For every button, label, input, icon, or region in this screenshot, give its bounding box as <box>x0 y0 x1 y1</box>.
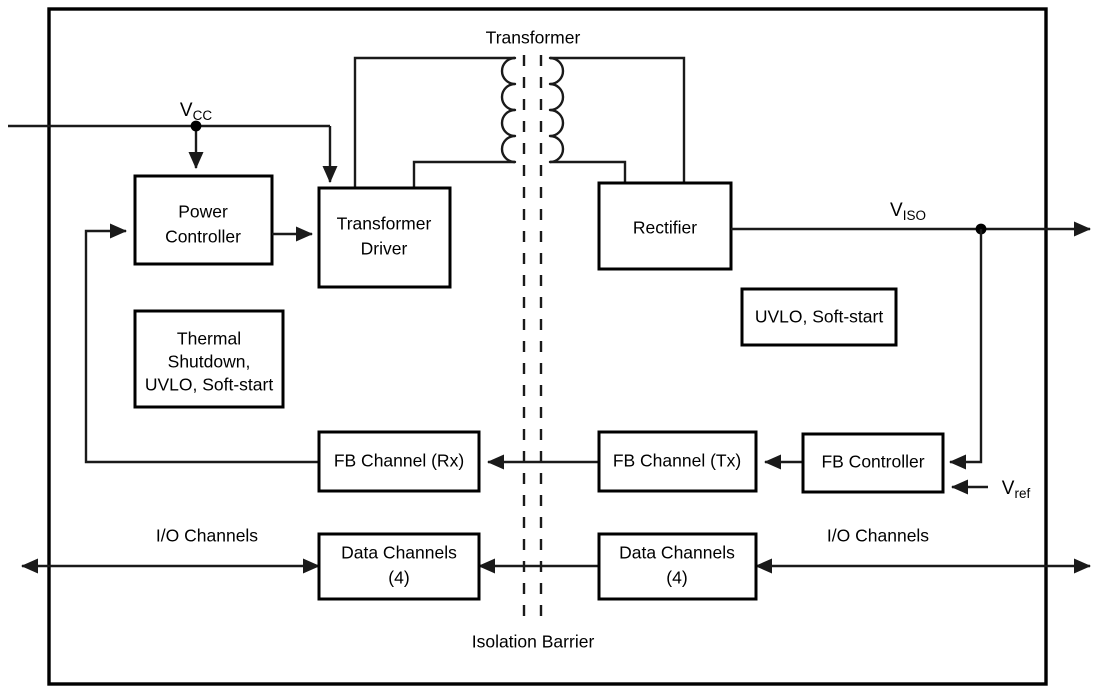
transformer-label: Transformer <box>486 28 581 48</box>
io-channels-left-label: I/O Channels <box>156 526 258 546</box>
wire-viso-to-fb-controller <box>948 229 983 470</box>
transformer-driver-label-line-2: Driver <box>361 239 408 259</box>
fb-controller-label: FB Controller <box>821 452 924 472</box>
thermal-shutdown-label-line-3: UVLO, Soft-start <box>145 375 274 395</box>
vcc-junction-dot <box>190 120 202 132</box>
wire-primary-top-to-driver <box>353 56 515 188</box>
data-channels-right-label-line-1: Data Channels <box>619 543 735 563</box>
data-channels-left-block[interactable] <box>317 532 481 601</box>
power-controller-block[interactable] <box>133 174 274 266</box>
fb-channel-tx-label: FB Channel (Tx) <box>613 451 741 471</box>
fb-channel-rx-label: FB Channel (Rx) <box>334 451 464 471</box>
uvlo-soft-start-block[interactable] <box>740 287 898 347</box>
fb-controller-block[interactable] <box>801 432 945 494</box>
wire-primary-bottom-to-driver <box>412 160 515 188</box>
thermal-shutdown-block[interactable] <box>133 309 285 409</box>
transformer-primary-winding <box>500 56 517 164</box>
wire-secondary-top-to-rectifier <box>550 56 686 183</box>
viso-label: VISO <box>890 200 926 223</box>
vcc-label: VCC <box>180 100 212 123</box>
isolation-barrier-label: Isolation Barrier <box>472 632 595 652</box>
data-channels-right-block[interactable] <box>597 532 758 601</box>
rectifier-label: Rectifier <box>633 218 697 238</box>
vref-label: Vref <box>1002 478 1031 501</box>
power-controller-label-line-2: Controller <box>165 227 241 247</box>
wire-secondary-bottom-to-rectifier <box>550 160 627 183</box>
data-channels-left-label-line-2: (4) <box>388 568 409 588</box>
device-outline <box>47 7 1048 686</box>
io-channels-right-label: I/O Channels <box>827 526 929 546</box>
data-channels-right-label-line-2: (4) <box>666 568 687 588</box>
rectifier-block[interactable] <box>597 181 733 271</box>
transformer-driver-block[interactable] <box>317 186 452 289</box>
data-channels-left-label-line-1: Data Channels <box>341 543 457 563</box>
power-controller-label-line-1: Power <box>178 202 228 222</box>
wire-fb-rx-to-power-controller <box>84 223 319 464</box>
thermal-shutdown-label-line-2: Shutdown, <box>168 352 251 372</box>
thermal-shutdown-label-line-1: Thermal <box>177 329 241 349</box>
uvlo-soft-start-label: UVLO, Soft-start <box>755 307 884 327</box>
transformer-secondary-winding <box>548 56 565 164</box>
fb-channel-tx-block[interactable] <box>597 430 758 493</box>
transformer-driver-label-line-1: Transformer <box>337 214 432 234</box>
fb-channel-rx-block[interactable] <box>317 430 481 493</box>
